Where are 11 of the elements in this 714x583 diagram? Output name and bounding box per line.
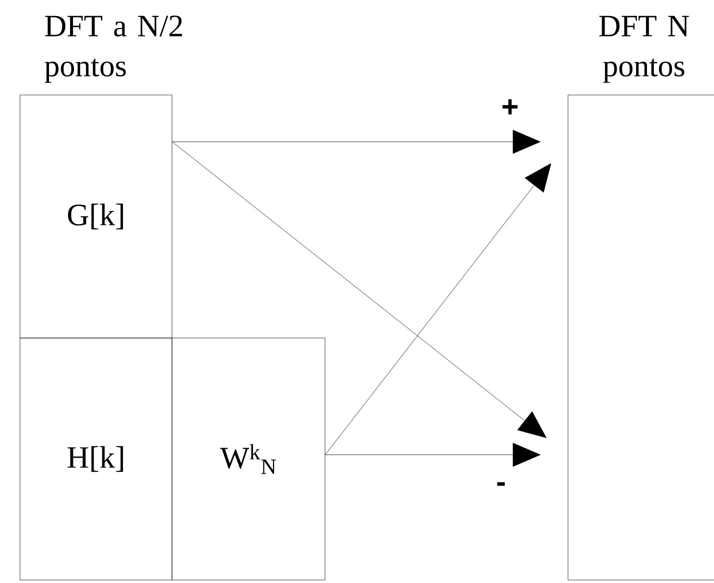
heading: DFT N pontos: [599, 16, 689, 83]
block-box: G[k]: [20, 94, 172, 338]
block-box: W$^{k}$N: [172, 338, 326, 580]
arrow: [172, 142, 546, 438]
arrow: [172, 130, 540, 154]
arrow: [325, 163, 552, 455]
sign-label: +: [502, 99, 518, 114]
heading: DFT a N/2 pontos: [44, 16, 182, 83]
arrow: [325, 442, 540, 467]
sign-label: -: [497, 482, 505, 486]
block-box: H[k]: [20, 338, 172, 580]
